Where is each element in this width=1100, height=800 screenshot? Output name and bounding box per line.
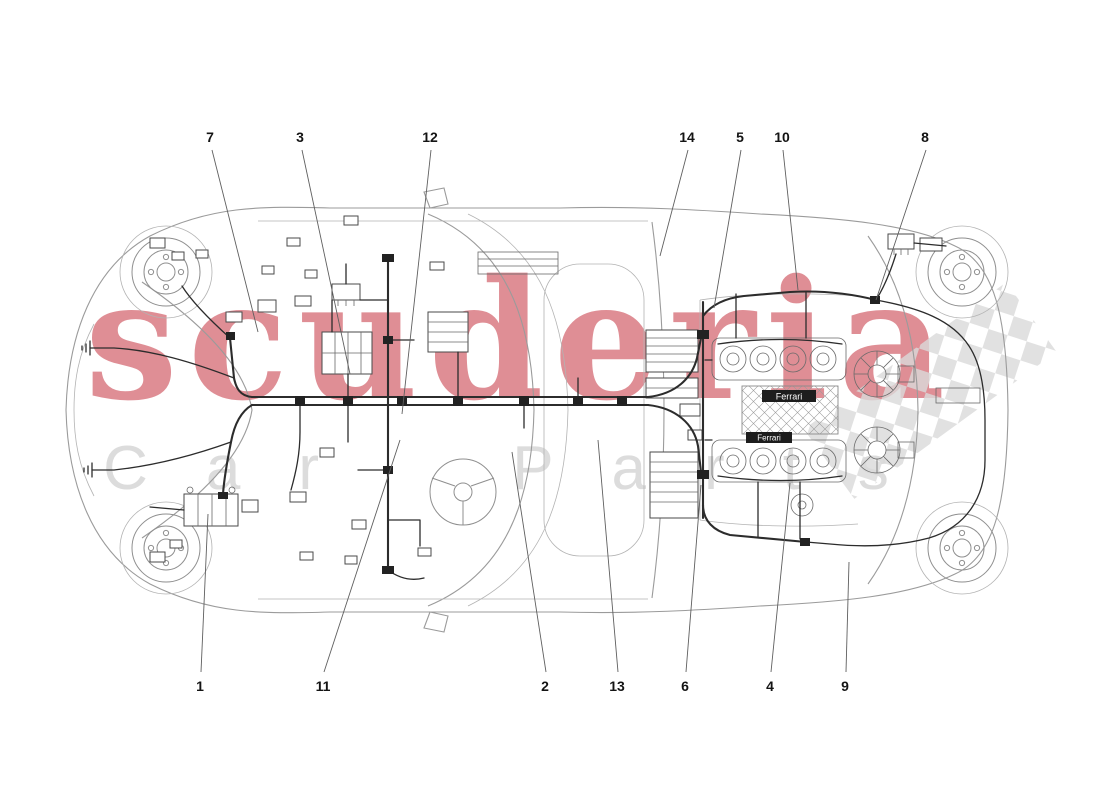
left-mirror — [423, 187, 449, 209]
car-body-outline — [65, 187, 1009, 633]
fuse-box — [321, 331, 373, 375]
alternator — [790, 493, 814, 517]
ecu-stack — [645, 329, 703, 519]
engine-badge: Ferrari — [776, 392, 803, 402]
callout-9[interactable]: 9 — [841, 678, 849, 694]
callout-8[interactable]: 8 — [921, 129, 929, 145]
air-cleaner-bottom — [853, 426, 915, 474]
callout-5[interactable]: 5 — [736, 129, 744, 145]
callout-10[interactable]: 10 — [774, 129, 790, 145]
callout-2[interactable]: 2 — [541, 678, 549, 694]
right-mirror — [423, 611, 449, 633]
steering-wheel — [429, 458, 497, 526]
callout-6[interactable]: 6 — [681, 678, 689, 694]
checkered-flag-watermark — [803, 282, 1057, 499]
engine: Ferrari Ferrari — [711, 337, 915, 517]
wiring-harness — [89, 242, 986, 580]
callout-1[interactable]: 1 — [196, 678, 204, 694]
callout-4[interactable]: 4 — [766, 678, 774, 694]
callout-7[interactable]: 7 — [206, 129, 214, 145]
callout-3[interactable]: 3 — [296, 129, 304, 145]
callout-11[interactable]: 11 — [315, 678, 331, 694]
ground-symbols — [81, 340, 93, 478]
callout-12[interactable]: 12 — [422, 129, 438, 145]
callout-14[interactable]: 14 — [679, 129, 695, 145]
leader-lines — [200, 149, 927, 673]
dash-control-unit — [427, 311, 469, 353]
engine-badge-2: Ferrari — [757, 434, 781, 443]
callout-13[interactable]: 13 — [609, 678, 625, 694]
air-cleaner-top — [853, 350, 915, 398]
